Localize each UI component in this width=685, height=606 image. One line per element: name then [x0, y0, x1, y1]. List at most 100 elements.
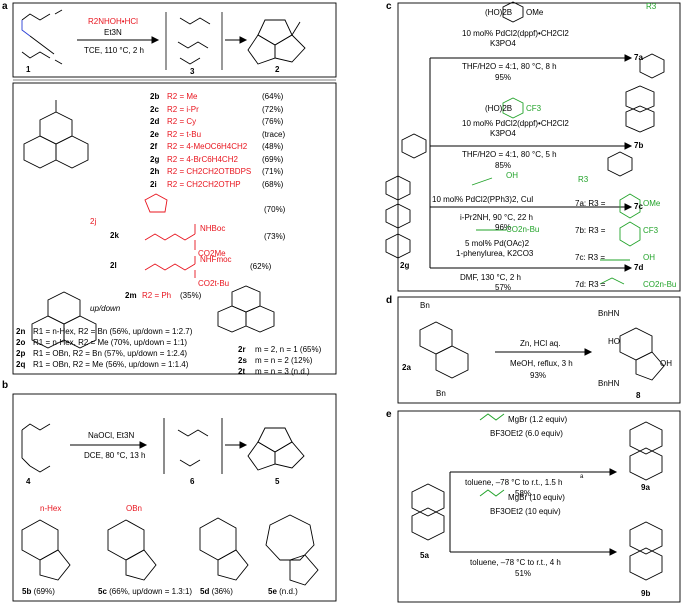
- legend-7c: 7c: R3 =: [575, 253, 606, 262]
- list-2b-text: R2 = Me: [167, 92, 198, 101]
- updown-label: up/down: [90, 304, 121, 313]
- c-b-cond: THF/H2O = 4:1, 80 °C, 5 h: [462, 150, 557, 159]
- list-2c-yield: (72%): [262, 104, 284, 114]
- list-2k-id: 2k: [110, 231, 119, 240]
- d-bn-bottom: Bn: [436, 389, 446, 398]
- panel-a-scope-box: [12, 82, 337, 375]
- list-2f-text: R2 = 4-MeOC6H4CH2: [167, 142, 248, 151]
- c-2g-label: 2g: [400, 261, 410, 270]
- product-2: [247, 19, 306, 65]
- compound-8: [619, 327, 653, 361]
- c-c-cond: i-Pr2NH, 90 °C, 22 h: [460, 213, 534, 222]
- list-2h-text: R2 = CH2CH2OTBDPS: [167, 167, 252, 176]
- list-2c-text: R2 = i-Pr: [167, 104, 199, 114]
- d-bnhn-bottom: BnHN: [598, 379, 620, 388]
- list-2o-text: R1 = n-Hex, R2 = Me (70%, up/down = 1:1): [33, 338, 188, 347]
- conditions-b: DCE, 80 °C, 13 h: [84, 451, 146, 460]
- list-2b-id: 2b: [150, 92, 160, 101]
- panel-a-box: [12, 2, 337, 78]
- e-top-reagent: MgBr (1.2 equiv): [508, 415, 568, 424]
- d-8-label: 8: [636, 391, 641, 400]
- compound-4-label: 4: [26, 477, 31, 486]
- lysine-chain-l: [144, 263, 196, 271]
- product-5: [257, 427, 293, 453]
- legend-7d-group: CO2n-Bu: [643, 280, 677, 289]
- c-d-yield: 57%: [495, 283, 512, 292]
- product-5e-label: 5e (n.d.): [268, 587, 298, 596]
- list-2s-id: 2s: [238, 356, 247, 365]
- list-2d-id: 2d: [150, 117, 160, 126]
- list-2n-id: 2n: [16, 327, 26, 336]
- list-2e-text: R2 = t-Bu: [167, 129, 202, 139]
- panel-b-box: [12, 393, 337, 602]
- lysine-chain-k: [144, 233, 196, 241]
- product-5c-label: 5c (66%, up/down = 1.3:1): [98, 587, 193, 596]
- compound-2-label: 2: [275, 65, 280, 74]
- e-9a-label: 9a: [641, 483, 650, 492]
- product-5d-label: 5d (36%): [200, 587, 233, 596]
- d-cond: MeOH, reflux, 3 h: [510, 359, 573, 368]
- panel-label-c: c: [386, 1, 392, 12]
- list-2l-group2: CO2t-Bu: [198, 279, 230, 288]
- list-2o-id: 2o: [16, 338, 26, 347]
- list-2l-yield: (62%): [250, 262, 272, 271]
- compound-7: [607, 53, 665, 177]
- boronic-acid-aryl: [471, 1, 524, 231]
- list-2e-yield: (trace): [262, 129, 286, 139]
- list-2r-id: 2r: [238, 345, 246, 354]
- c-a-cat: 10 mol% PdCl2(dppf)•CH2Cl2: [462, 29, 569, 38]
- panel-label-d: d: [386, 295, 393, 306]
- list-2k-yield: (73%): [264, 232, 286, 241]
- scope-core-2r: [217, 285, 275, 333]
- list-2b-yield: (64%): [262, 92, 284, 101]
- compound-9b: [629, 521, 663, 555]
- c-a-base: K3PO4: [490, 39, 516, 48]
- list-2q-text: R1 = OBn, R2 = Me (56%, up/down = 1:1.4): [33, 360, 189, 369]
- list-2g-text: R2 = 4-BrC6H4CH2: [167, 154, 238, 164]
- legend-7d: 7d: R3 =: [575, 280, 606, 289]
- c-b-reagent: (HO)2B: [485, 104, 513, 113]
- list-2k-group2: CO2Me: [198, 249, 226, 258]
- panel-c-box: [397, 2, 681, 292]
- list-2g-yield: (69%): [262, 154, 284, 164]
- list-2i-yield: (68%): [262, 179, 284, 189]
- product-5b: [21, 519, 59, 561]
- product-5c: [107, 519, 145, 561]
- list-2j-id: 2j: [90, 217, 97, 226]
- c-d-add: 1-phenylurea, K2CO3: [456, 249, 534, 258]
- d-yield: 93%: [530, 371, 547, 380]
- compound-5a: [411, 483, 445, 517]
- c-a-yield: 95%: [495, 73, 512, 82]
- list-2n-text: R1 = n-Hex, R2 = Bn (56%, up/down = 1:2.…: [33, 327, 193, 336]
- compound-2g: [385, 133, 427, 259]
- c-c-oh: OH: [506, 171, 518, 180]
- list-2m-id: 2m: [125, 291, 137, 300]
- panel-label-e: e: [386, 409, 392, 420]
- c-7b-label: 7b: [634, 141, 644, 150]
- product-5e: [265, 514, 315, 561]
- c-7c-label: 7c: [634, 202, 643, 211]
- list-2r-text: m = 2, n = 1 (65%): [255, 345, 322, 354]
- compound-3-label: 3: [190, 67, 195, 76]
- list-2f-id: 2f: [150, 142, 158, 151]
- list-2d-text: R2 = Cy: [167, 117, 197, 126]
- panel-d-box: [397, 296, 681, 404]
- c-a-cond: THF/H2O = 4:1, 80 °C, 8 h: [462, 62, 557, 71]
- intermediate-3: [165, 12, 223, 70]
- compound-1-label: 1: [26, 65, 31, 74]
- list-2j-yield: (70%): [264, 205, 286, 214]
- e-top-lewis: BF3OEt2 (6.0 equiv): [490, 429, 563, 438]
- e-top-yield: 58%: [515, 489, 532, 498]
- reagent-hydroxylamine: R2NHOH•HCl: [88, 17, 138, 26]
- sub-5b: n-Hex: [40, 504, 62, 513]
- allyl-group-bot: [479, 489, 505, 497]
- d-reagent: Zn, HCl aq.: [520, 339, 561, 348]
- e-9b-label: 9b: [641, 589, 651, 598]
- list-2m-yield: (35%): [180, 291, 202, 300]
- legend-7b: 7b: R3 =: [575, 226, 606, 235]
- compound-5-label: 5: [275, 477, 280, 486]
- d-ho: HO: [608, 337, 620, 346]
- d-bn-top: Bn: [420, 301, 430, 310]
- substrate-1: [21, 9, 63, 65]
